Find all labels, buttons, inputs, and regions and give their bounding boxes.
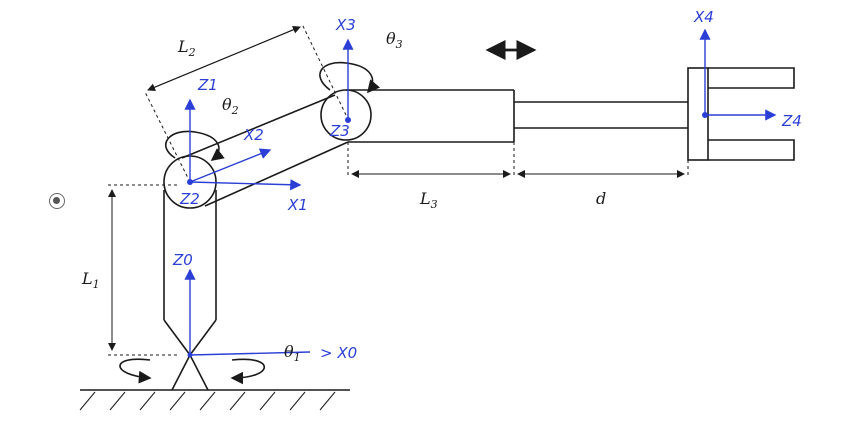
label-z4: Z4 <box>781 112 802 130</box>
label-L1: L1 <box>81 269 100 291</box>
label-z3: Z3 <box>329 122 350 140</box>
frame-3-axes <box>342 38 354 123</box>
label-theta2: θ2 <box>222 95 239 117</box>
ground <box>79 389 350 411</box>
label-x2: X2 <box>243 126 264 144</box>
frame-1-axes <box>184 98 302 191</box>
label-x3: X3 <box>335 16 356 34</box>
label-d: d <box>596 189 606 208</box>
frame-0-axes <box>184 268 311 358</box>
label-z0: Z0 <box>172 251 193 269</box>
prismatic-slider <box>514 101 688 129</box>
label-z1: Z1 <box>197 76 218 94</box>
link-1 <box>163 190 217 320</box>
dimension-L1 <box>108 184 180 356</box>
frame-4-axes <box>699 28 777 121</box>
label-theta3: θ3 <box>386 29 403 51</box>
label-L2: L2 <box>177 37 196 59</box>
rotation-arrow-theta2 <box>164 130 225 161</box>
label-x4: X4 <box>693 8 714 26</box>
label-theta1: θ1 <box>284 342 301 364</box>
gripper <box>687 67 795 161</box>
label-x1: X1 <box>287 196 308 214</box>
dimension-L3 <box>347 142 515 178</box>
rotation-arrow-theta1 <box>119 358 265 385</box>
link-2 <box>181 94 349 207</box>
label-x0: > X0 <box>320 344 357 362</box>
label-z2: Z2 <box>179 190 200 208</box>
label-L3: L3 <box>419 189 438 211</box>
rotation-arrow-theta3 <box>319 61 381 94</box>
dimension-L2 <box>144 23 347 183</box>
frame-2-axes <box>189 148 272 183</box>
dimension-d <box>517 160 689 178</box>
radio-button[interactable] <box>49 193 65 209</box>
